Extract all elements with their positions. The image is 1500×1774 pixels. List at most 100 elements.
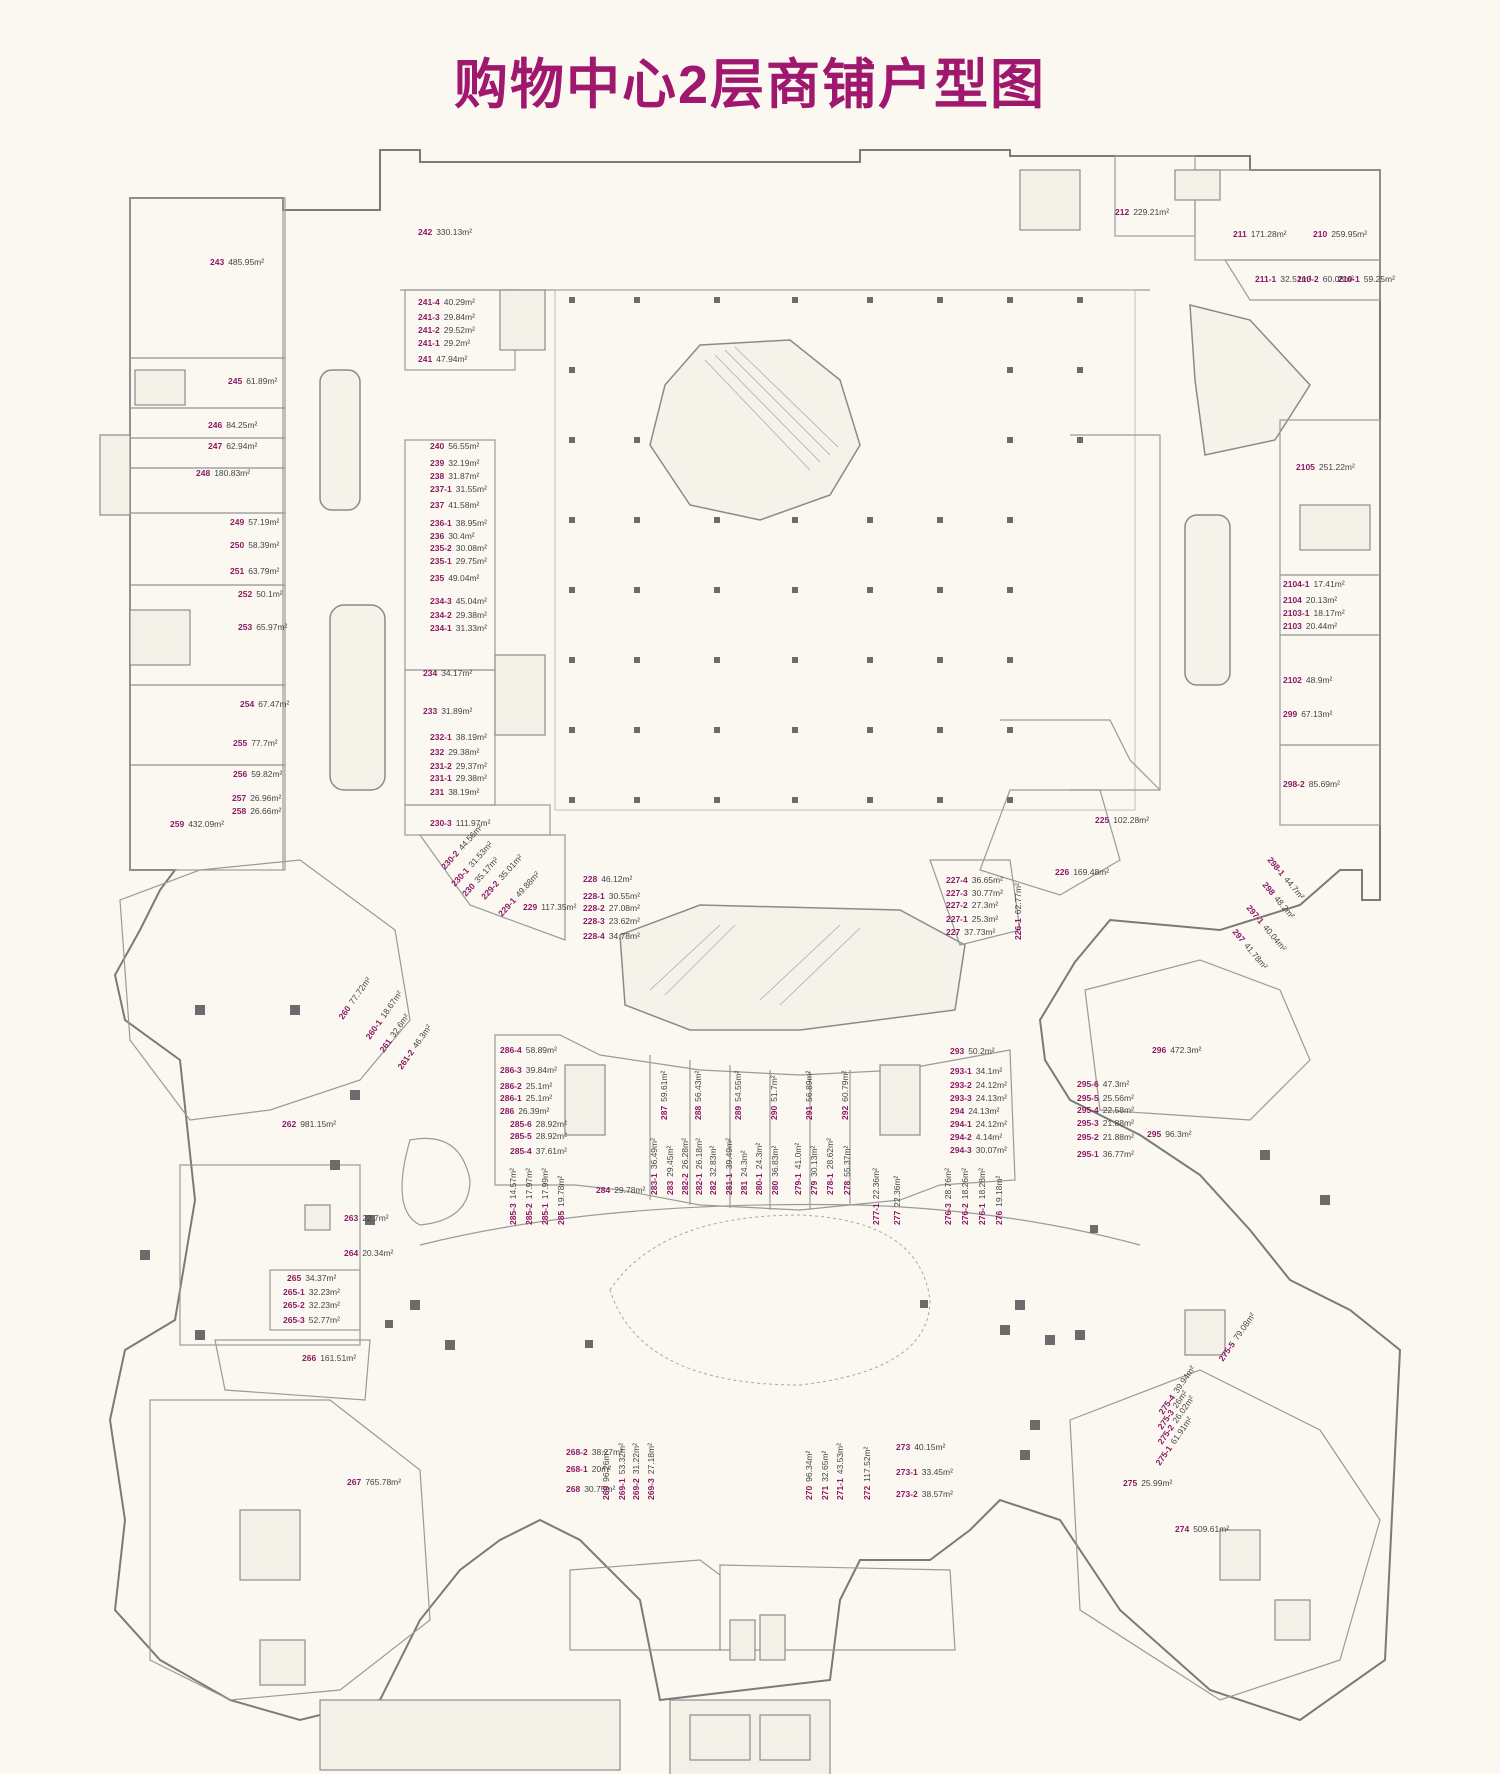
unit-area: 51.7m² <box>769 1075 779 1102</box>
unit-label-283: 28329.45m² <box>665 1145 675 1195</box>
unit-number: 248 <box>196 468 210 478</box>
unit-number: 266 <box>302 1353 316 1363</box>
unit-area: 40.04m² <box>1261 923 1289 953</box>
unit-area: 117.35m² <box>541 902 576 912</box>
unit-area: 32.65m² <box>820 1450 830 1481</box>
unit-number: 275-1 <box>1153 1443 1174 1467</box>
unit-number: 287 <box>659 1106 669 1120</box>
unit-label-285-2: 285-217.97m² <box>524 1168 534 1225</box>
unit-area: 25.56m² <box>1103 1093 1134 1103</box>
unit-number: 229-1 <box>496 895 518 918</box>
unit-area: 29.75m² <box>456 556 487 566</box>
unit-number: 227-4 <box>946 875 968 885</box>
unit-number: 273-1 <box>896 1467 918 1477</box>
unit-number: 276 <box>994 1211 1004 1225</box>
unit-area: 18.26m² <box>960 1168 970 1199</box>
unit-number: 254 <box>240 699 254 709</box>
unit-label-282-1: 282-126.18m² <box>694 1138 704 1195</box>
unit-label-276-3: 276-3 28.76m² <box>943 1168 953 1225</box>
unit-area: 49.88m² <box>513 869 541 899</box>
unit-area: 32.6m² <box>388 1012 411 1040</box>
unit-number: 276-3 <box>943 1203 953 1225</box>
unit-number: 241-1 <box>418 338 440 348</box>
unit-area: 67.13m² <box>1301 709 1332 719</box>
unit-area: 17.97m² <box>524 1168 534 1199</box>
unit-area: 27.08m² <box>609 903 640 913</box>
unit-number: 290 <box>769 1106 779 1120</box>
unit-number: 232-1 <box>430 732 452 742</box>
unit-number: 236 <box>430 531 444 541</box>
unit-area: 59.61m² <box>659 1070 669 1101</box>
unit-number: 271-1 <box>835 1478 845 1500</box>
unit-number: 295 <box>1147 1129 1161 1139</box>
unit-number: 294-1 <box>950 1119 972 1129</box>
unit-number: 269-1 <box>617 1478 627 1500</box>
unit-number: 237 <box>430 500 444 510</box>
unit-area: 20.34m² <box>362 1248 393 1258</box>
unit-area: 33.45m² <box>922 1467 953 1477</box>
unit-area: 21.88m² <box>1103 1118 1134 1128</box>
unit-number: 210-2 <box>1297 274 1319 284</box>
unit-number: 249 <box>230 517 244 527</box>
unit-area: 55.37m² <box>842 1145 852 1176</box>
unit-number: 283 <box>665 1181 675 1195</box>
unit-number: 230-2 <box>439 848 461 871</box>
unit-number: 228-4 <box>583 931 605 941</box>
unit-number: 261 <box>377 1037 393 1055</box>
unit-number: 285-6 <box>510 1119 532 1129</box>
unit-area: 61.89m² <box>246 376 277 386</box>
unit-area: 27.3m² <box>972 900 999 910</box>
unit-area: 59.82m² <box>251 769 282 779</box>
unit-number: 269 <box>601 1486 611 1500</box>
unit-label-288: 28856.43m² <box>693 1070 703 1120</box>
unit-number: 299 <box>1283 709 1297 719</box>
unit-area: 39.84m² <box>526 1065 557 1075</box>
unit-area: 31.22m² <box>631 1443 641 1474</box>
unit-number: 211 <box>1233 229 1247 239</box>
unit-number: 297-1 <box>1244 903 1266 926</box>
unit-label-279: 27930.13m² <box>809 1145 819 1195</box>
unit-area: 36.83m² <box>770 1145 780 1176</box>
unit-number: 272 <box>862 1486 872 1500</box>
unit-number: 281 <box>739 1181 749 1195</box>
unit-area: 30.08m² <box>456 543 487 553</box>
unit-number: 2104 <box>1283 595 1302 605</box>
unit-area: 44.7m² <box>1282 875 1307 902</box>
unit-number: 286-1 <box>500 1093 522 1103</box>
unit-area: 21.88m² <box>1103 1132 1134 1142</box>
unit-area: 28.76m² <box>943 1168 953 1199</box>
unit-area: 26.96m² <box>250 793 281 803</box>
unit-label-276-2: 276-218.26m² <box>960 1168 970 1225</box>
